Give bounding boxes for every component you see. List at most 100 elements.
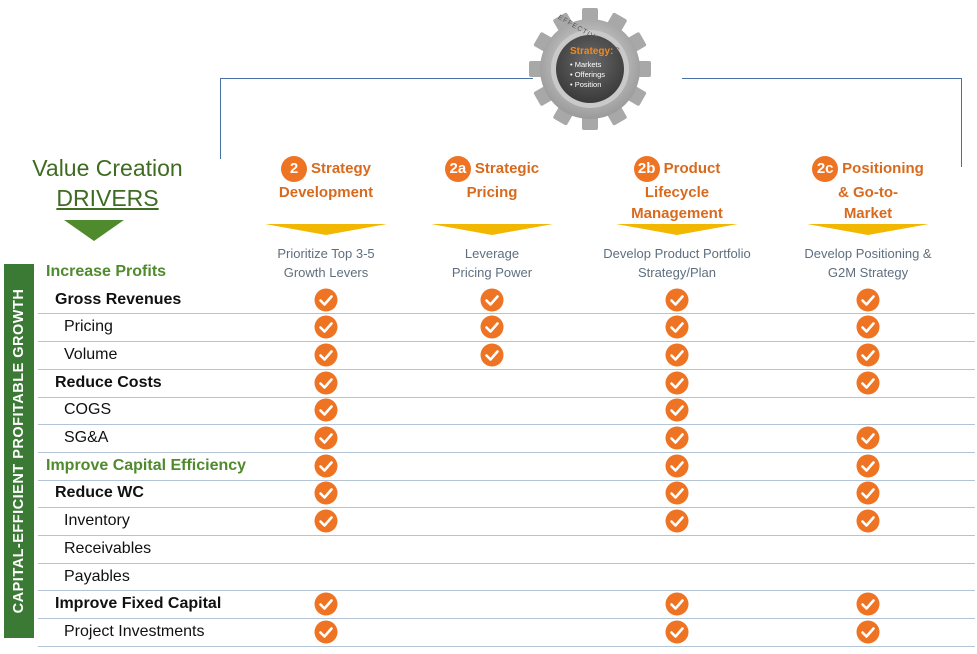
column-badge: 2c bbox=[812, 156, 839, 182]
row-label: Improve Capital Efficiency bbox=[46, 456, 247, 474]
row-divider bbox=[38, 341, 975, 342]
check-icon bbox=[314, 454, 338, 478]
column-divider-arrow bbox=[265, 224, 387, 235]
check-icon bbox=[856, 426, 880, 450]
column-description-line: Strategy/Plan bbox=[637, 265, 717, 280]
row-divider bbox=[38, 397, 975, 398]
check-icon bbox=[856, 592, 880, 616]
check-icon bbox=[480, 315, 504, 339]
down-arrow-icon bbox=[64, 220, 124, 241]
sidebar-label: CAPITAL-EFFICIENT PROFITABLE GROWTH bbox=[11, 288, 27, 614]
check-icon bbox=[480, 343, 504, 367]
row-divider bbox=[38, 313, 975, 314]
row-label: COGS bbox=[64, 401, 112, 419]
column-title-line: Strategic bbox=[474, 159, 540, 177]
check-icon bbox=[856, 343, 880, 367]
row-divider bbox=[38, 646, 975, 647]
column-title-line: & Go-to- bbox=[838, 184, 898, 201]
row-label: Improve Fixed Capital bbox=[55, 595, 222, 613]
check-icon bbox=[314, 481, 338, 505]
check-icon bbox=[665, 315, 689, 339]
check-icon bbox=[856, 454, 880, 478]
row-label: Volume bbox=[64, 345, 118, 363]
column-description-line: Develop Product Portfolio bbox=[603, 246, 751, 261]
column-badge: 2 bbox=[280, 156, 307, 182]
column-title-line: Product bbox=[663, 159, 721, 177]
column-title-line: Lifecycle bbox=[644, 184, 710, 201]
check-icon bbox=[665, 620, 689, 644]
connector-right bbox=[682, 78, 962, 167]
check-icon bbox=[314, 620, 338, 644]
row-divider bbox=[38, 480, 975, 481]
row-label: Payables bbox=[64, 567, 130, 585]
column-title-line: Market bbox=[843, 205, 893, 222]
row-divider bbox=[38, 590, 975, 591]
value-creation-title: Value Creation bbox=[32, 155, 183, 181]
check-icon bbox=[856, 371, 880, 395]
row-label: SG&A bbox=[64, 429, 109, 447]
column-divider-arrow bbox=[616, 224, 738, 235]
check-icon bbox=[856, 315, 880, 339]
check-icon bbox=[314, 371, 338, 395]
column-description-line: Develop Positioning & bbox=[804, 246, 932, 261]
check-icon bbox=[665, 343, 689, 367]
column-badge: 2a bbox=[444, 156, 471, 182]
row-divider bbox=[38, 424, 975, 425]
column-description-line: Prioritize Top 3-5 bbox=[277, 246, 375, 261]
gear-item: • Offerings bbox=[570, 70, 606, 79]
check-icon bbox=[314, 592, 338, 616]
check-icon bbox=[665, 371, 689, 395]
column-title-line: Pricing bbox=[466, 184, 518, 201]
check-icon bbox=[665, 288, 689, 312]
check-icon bbox=[314, 509, 338, 533]
column-title-line: Positioning bbox=[842, 159, 924, 177]
row-divider bbox=[38, 452, 975, 453]
row-divider bbox=[38, 507, 975, 508]
row-label: Inventory bbox=[64, 512, 130, 530]
check-icon bbox=[856, 481, 880, 505]
column-description-line: Growth Levers bbox=[283, 265, 369, 280]
check-icon bbox=[665, 454, 689, 478]
column-badge: 2b bbox=[633, 156, 660, 182]
row-label: Project Investments bbox=[64, 622, 205, 640]
check-icon bbox=[665, 592, 689, 616]
row-divider bbox=[38, 563, 975, 564]
column-divider-arrow bbox=[807, 224, 929, 235]
strategy-gear-icon bbox=[529, 8, 651, 130]
row-label: Increase Profits bbox=[46, 262, 167, 280]
check-icon bbox=[856, 620, 880, 644]
gear-title: Strategy: bbox=[570, 46, 614, 57]
drivers-title: DRIVERS bbox=[56, 185, 159, 211]
check-icon bbox=[665, 481, 689, 505]
check-icon bbox=[480, 288, 504, 312]
column-title-line: Strategy bbox=[310, 159, 372, 177]
column-description-line: Leverage bbox=[464, 246, 520, 261]
check-icon bbox=[314, 288, 338, 312]
sidebar-band bbox=[4, 264, 34, 638]
check-icon bbox=[665, 426, 689, 450]
row-label: Receivables bbox=[64, 539, 152, 557]
column-description: Develop Positioning & G2M Strategy bbox=[773, 244, 963, 282]
row-divider bbox=[38, 535, 975, 536]
check-icon bbox=[665, 398, 689, 422]
column-title-line: Development bbox=[278, 184, 374, 201]
row-divider bbox=[38, 369, 975, 370]
check-icon bbox=[665, 509, 689, 533]
column-description-line: G2M Strategy bbox=[827, 265, 909, 280]
row-label: Reduce Costs bbox=[55, 373, 162, 391]
row-label: Gross Revenues bbox=[55, 290, 182, 308]
gear-item: • Position bbox=[570, 80, 602, 89]
row-divider bbox=[38, 618, 975, 619]
check-icon bbox=[856, 288, 880, 312]
check-icon bbox=[856, 509, 880, 533]
check-icon bbox=[314, 343, 338, 367]
column-divider-arrow bbox=[431, 224, 553, 235]
column-title-line: Management bbox=[631, 205, 723, 222]
